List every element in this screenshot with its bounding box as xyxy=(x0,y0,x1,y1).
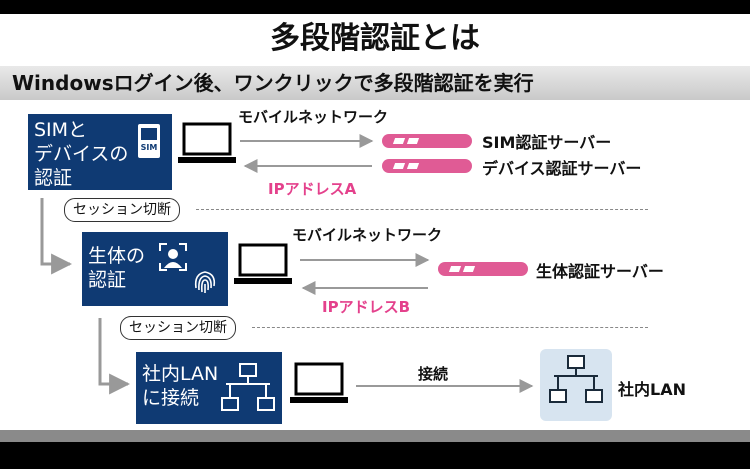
step-label-line: 生体の xyxy=(88,245,146,267)
session-cut-pill: セッション切断 xyxy=(64,198,180,222)
step-label-line: デバイスの xyxy=(34,143,129,165)
network-label: モバイルネットワーク xyxy=(238,108,389,126)
corporate-lan-box xyxy=(540,349,612,421)
session-divider xyxy=(196,209,648,210)
laptop-icon xyxy=(178,122,236,163)
ip-address-a-label: IPアドレスA xyxy=(268,180,357,198)
network-label: モバイルネットワーク xyxy=(292,226,443,244)
session-cut-pill: セッション切断 xyxy=(120,316,236,340)
laptop-icon xyxy=(290,362,348,403)
server-icon xyxy=(382,159,472,173)
slide-title: 多段階認証とは xyxy=(270,21,480,56)
network-icon xyxy=(221,363,275,411)
bottom-bar xyxy=(0,430,750,442)
subtitle-bar: Windowsログイン後、ワンクリックで多段階認証を実行 xyxy=(0,66,750,100)
step-label-line: に接続 xyxy=(142,387,200,409)
ip-address-b-label: IPアドレスB xyxy=(322,298,411,316)
fingerprint-icon xyxy=(194,271,216,293)
corporate-lan-label: 社内LAN xyxy=(618,380,686,399)
subtitle-text: Windowsログイン後、ワンクリックで多段階認証を実行 xyxy=(12,71,534,95)
step-lan-card: 社内LAN に接続 xyxy=(136,352,282,424)
server-icon xyxy=(438,262,528,276)
sim-auth-server-label: SIM認証サーバー xyxy=(482,133,612,152)
bio-auth-server-label: 生体認証サーバー xyxy=(536,262,664,281)
sim-icon-text: SIM xyxy=(140,143,158,152)
server-icon xyxy=(382,134,472,148)
session-divider xyxy=(252,327,648,328)
step-label-line: SIMと xyxy=(34,119,88,141)
flow-connector-1 xyxy=(40,198,73,275)
face-scan-icon xyxy=(159,243,187,271)
laptop-icon xyxy=(234,243,292,284)
connect-label: 接続 xyxy=(418,365,449,383)
step-sim-device-card: SIMと デバイスの 認証 SIM xyxy=(28,114,172,190)
step-label-line: 認証 xyxy=(88,269,127,291)
flow-connector-2 xyxy=(98,318,131,395)
step-biometric-card: 生体の 認証 xyxy=(82,232,228,306)
device-auth-server-label: デバイス認証サーバー xyxy=(482,159,642,178)
step-label-line: 認証 xyxy=(34,167,73,189)
step-label-line: 社内LAN xyxy=(142,363,219,385)
sim-card-icon: SIM xyxy=(138,124,160,158)
